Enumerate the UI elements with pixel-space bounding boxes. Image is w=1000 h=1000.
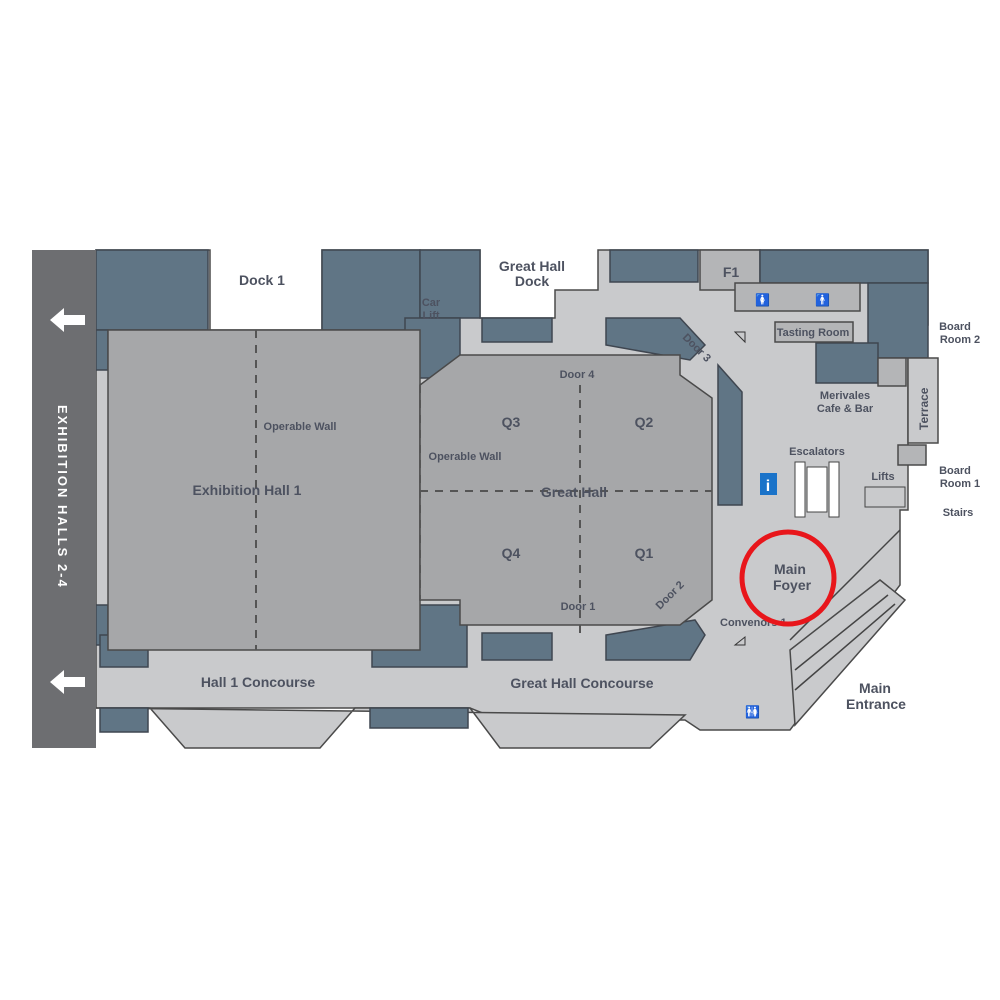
highlight-circle	[739, 529, 837, 627]
terrace	[907, 357, 939, 444]
lifts-icon	[864, 486, 906, 508]
label-great-hall: Great Hall	[541, 484, 607, 500]
label-operable-wall: Operable Wall	[264, 421, 337, 433]
label-board-room-1: Room 1	[940, 478, 980, 490]
sidebar-label: EXHIBITION HALLS 2-4	[55, 405, 70, 589]
service-room	[321, 249, 421, 331]
label-terrace: Terrace	[917, 387, 931, 430]
arrow-left-icon[interactable]	[50, 308, 85, 332]
merivales-kitchen	[815, 342, 879, 384]
service-room	[369, 707, 469, 729]
label-hall-1-concourse: Hall 1 Concourse	[201, 674, 316, 690]
label-exhibition-hall-1: Exhibition Hall 1	[193, 482, 302, 498]
label-lifts: Lifts	[871, 471, 894, 483]
service-room	[481, 317, 553, 343]
label-q1: Q1	[635, 545, 654, 561]
info-icon[interactable]	[760, 473, 777, 495]
exhibition-halls-sidebar[interactable]	[32, 250, 96, 748]
svg-text:i: i	[766, 478, 770, 495]
arrow-left-icon[interactable]	[50, 670, 85, 694]
female-toilet-icon: 🚺	[755, 293, 770, 307]
service-room	[605, 317, 707, 361]
label-stairs: Stairs	[943, 507, 974, 519]
service-room	[717, 363, 743, 506]
service-room	[99, 707, 149, 733]
escalators-icon	[794, 461, 840, 518]
label-main-foyer: Foyer	[773, 577, 812, 593]
triangle-marker	[733, 331, 746, 344]
service-room	[605, 619, 706, 661]
label-q3: Q3	[502, 414, 521, 430]
service-room	[759, 249, 929, 284]
service-room	[95, 249, 209, 331]
toilets-top	[734, 282, 861, 312]
label-great-hall-dock: Great Hall	[499, 258, 565, 274]
toilets-icon: 🚻	[745, 705, 760, 719]
label-board-room-2: Board	[939, 321, 971, 333]
service-room	[95, 329, 109, 371]
label-escalators: Escalators	[789, 446, 845, 458]
label-door-4: Door 4	[560, 369, 596, 381]
label-great-hall-concourse: Great Hall Concourse	[510, 675, 653, 691]
service-room	[481, 632, 553, 661]
label-f1: F1	[723, 264, 740, 280]
board-room-1	[897, 444, 927, 466]
service-room	[609, 249, 699, 283]
label-car-lift: Car	[422, 297, 441, 309]
label-car-lift: Lift	[422, 310, 439, 322]
male-toilet-icon: 🚹	[815, 293, 830, 307]
label-great-hall-dock: Dock	[515, 273, 549, 289]
great-hall	[419, 354, 713, 626]
label-merivales: Merivales	[820, 390, 870, 402]
label-dock-1: Dock 1	[239, 272, 285, 288]
main-entrance-ramps	[789, 579, 907, 727]
label-door-1: Door 1	[561, 601, 596, 613]
exhibition-hall-1	[107, 329, 421, 651]
label-q4: Q4	[502, 545, 521, 561]
label-main-entrance: Main	[859, 680, 891, 696]
label-board-room-1: Board	[939, 465, 971, 477]
label-main-entrance: Entrance	[846, 696, 906, 712]
label-operable-wall: Operable Wall	[429, 451, 502, 463]
label-tasting-room: Tasting Room	[777, 327, 850, 339]
label-q2: Q2	[635, 414, 654, 430]
board-room-2	[877, 357, 907, 387]
triangle-marker	[733, 635, 746, 646]
label-board-room-2: Room 2	[940, 334, 980, 346]
label-merivales: Cafe & Bar	[817, 403, 874, 415]
tasting-room	[774, 321, 854, 343]
label-main-foyer: Main	[774, 561, 806, 577]
